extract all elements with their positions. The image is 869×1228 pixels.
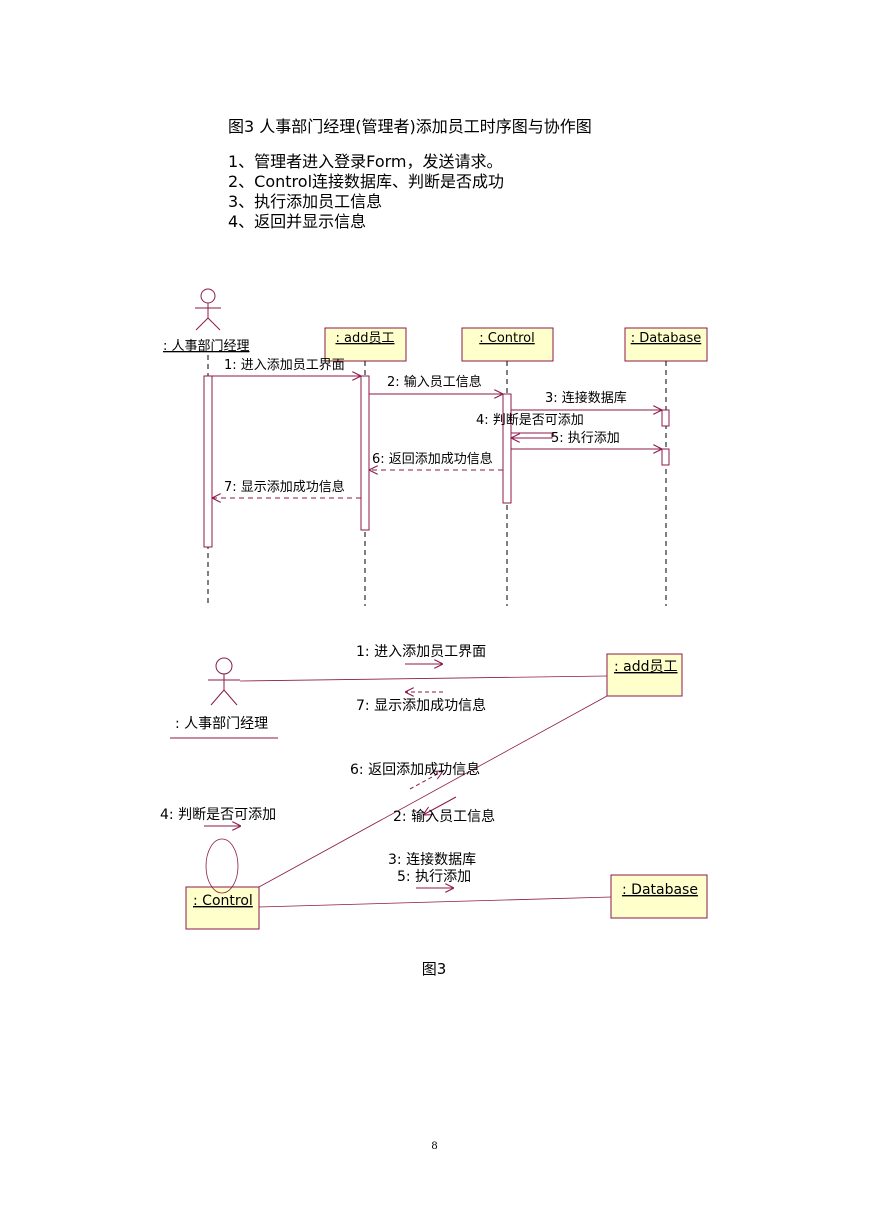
sequence-diagram: : 人事部门经理 : add员工 : Control : Database [163, 288, 708, 606]
collaboration-message-label: 7: 显示添加成功信息 [356, 697, 486, 714]
sequence-object-add-employee [324, 327, 407, 362]
actor-figure [195, 288, 221, 331]
collaboration-message-label: 2: 输入员工信息 [393, 808, 495, 825]
step-list: 1、管理者进入登录Form，发送请求。 2、Control连接数据库、判断是否成… [228, 152, 504, 232]
collaboration-message-arrows [204, 664, 457, 888]
sequence-object-database [624, 327, 708, 362]
collaboration-object-label: : add员工 [614, 659, 678, 675]
collaboration-object-label: : Control [193, 893, 253, 909]
sequence-message-label: 6: 返回添加成功信息 [372, 451, 493, 467]
sequence-message-label: 5: 执行添加 [551, 431, 620, 446]
sequence-object-control [461, 327, 554, 362]
sequence-message-label: 4: 判断是否可添加 [476, 413, 584, 428]
collaboration-message-label: 6: 返回添加成功信息 [350, 761, 480, 778]
collaboration-message-label: 4: 判断是否可添加 [160, 807, 276, 823]
collaboration-message-label: 3: 连接数据库 [388, 851, 476, 868]
collaboration-diagram: : 人事部门经理 : add员工 : Control : Database 1:… [160, 644, 708, 930]
step-item: 4、返回并显示信息 [228, 212, 367, 231]
actor-figure [208, 657, 240, 706]
sequence-object-label: : Control [479, 331, 535, 346]
collaboration-object-add-employee [606, 653, 683, 697]
sequence-message-label: 3: 连接数据库 [545, 390, 627, 406]
step-item: 3、执行添加员工信息 [228, 192, 383, 211]
step-item: 1、管理者进入登录Form，发送请求。 [228, 152, 503, 171]
collaboration-object-database [610, 874, 708, 919]
sequence-messages [212, 376, 662, 498]
sequence-message-label: 1: 进入添加员工界面 [224, 358, 345, 373]
collaboration-links [205, 675, 612, 908]
sequence-actor-label: : 人事部门经理 [163, 339, 250, 354]
figure-caption: 图3 [422, 960, 447, 978]
sequence-message-label: 2: 输入员工信息 [387, 374, 482, 390]
step-item: 2、Control连接数据库、判断是否成功 [228, 172, 505, 191]
sequence-object-label: : Database [631, 331, 702, 346]
collaboration-message-label: 5: 执行添加 [397, 869, 471, 885]
sequence-object-label: : add员工 [336, 331, 395, 346]
collaboration-message-label: 1: 进入添加员工界面 [356, 644, 486, 660]
collaboration-actor-label: : 人事部门经理 [175, 716, 268, 732]
collaboration-object-control [185, 886, 260, 930]
collaboration-object-label: : Database [622, 882, 698, 898]
page-number: 8 [431, 1138, 438, 1152]
figure-heading: 图3 人事部门经理(管理者)添加员工时序图与协作图 [228, 117, 592, 136]
sequence-message-label: 7: 显示添加成功信息 [224, 479, 345, 495]
